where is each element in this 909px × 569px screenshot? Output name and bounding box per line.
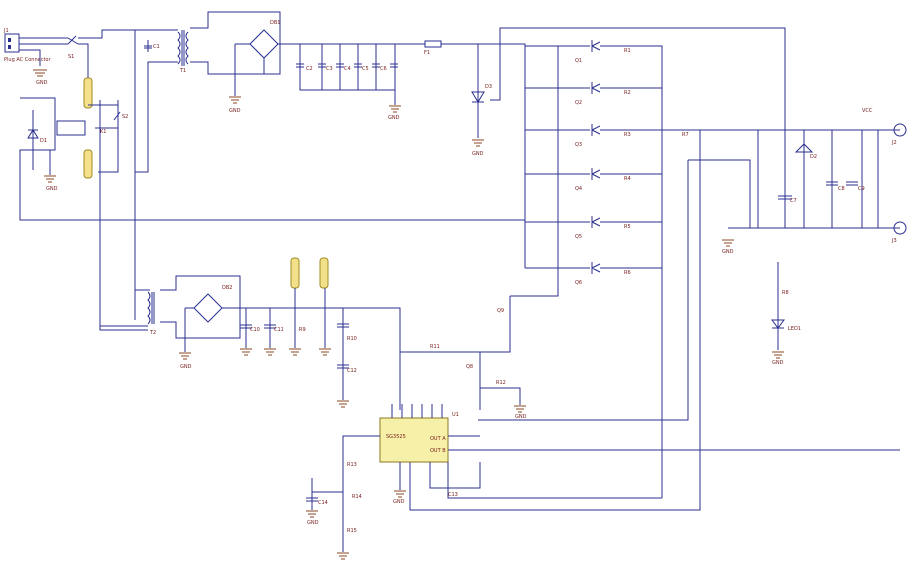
svg-text:R14: R14 bbox=[352, 494, 362, 500]
switch-s2[interactable] bbox=[113, 111, 121, 121]
net-tag-1[interactable] bbox=[83, 77, 93, 109]
connector-label: Plug AC Connector bbox=[4, 57, 51, 63]
net-tag-3[interactable] bbox=[290, 257, 300, 289]
svg-text:R15: R15 bbox=[347, 528, 357, 534]
svg-text:T1: T1 bbox=[179, 68, 186, 74]
svg-text:OUT B: OUT B bbox=[430, 448, 446, 454]
svg-text:GND: GND bbox=[722, 249, 734, 255]
ic-part: SG3525 bbox=[386, 434, 406, 440]
svg-text:R11: R11 bbox=[430, 344, 440, 350]
svg-text:R2: R2 bbox=[624, 90, 631, 96]
svg-text:Q3: Q3 bbox=[575, 142, 582, 148]
svg-text:C12: C12 bbox=[347, 368, 357, 374]
diode-d3 bbox=[471, 91, 485, 103]
transistor-symbols bbox=[591, 40, 601, 274]
bridge-db1[interactable] bbox=[249, 29, 279, 59]
svg-text:R8: R8 bbox=[782, 290, 789, 296]
svg-text:GND: GND bbox=[307, 520, 319, 526]
svg-text:R10: R10 bbox=[347, 336, 357, 342]
svg-text:LED1: LED1 bbox=[788, 326, 801, 332]
svg-text:VCC: VCC bbox=[862, 108, 873, 114]
svg-text:GND: GND bbox=[772, 360, 784, 366]
svg-text:GND: GND bbox=[180, 364, 192, 370]
output-caps bbox=[778, 181, 858, 200]
transformer-t1-secondary bbox=[185, 31, 189, 65]
net-tag-2[interactable] bbox=[83, 149, 93, 179]
svg-text:J2: J2 bbox=[891, 140, 897, 146]
svg-text:GND: GND bbox=[515, 414, 527, 420]
svg-text:F1: F1 bbox=[424, 50, 430, 56]
switch-s1[interactable] bbox=[67, 35, 79, 45]
svg-text:R7: R7 bbox=[682, 132, 689, 138]
svg-text:GND: GND bbox=[46, 186, 58, 192]
svg-text:R13: R13 bbox=[347, 462, 357, 468]
gnd-label: GND bbox=[36, 80, 48, 86]
ac-connector[interactable]: Plug AC Connector J1 bbox=[3, 28, 51, 63]
svg-text:Q9: Q9 bbox=[497, 308, 504, 314]
ic-top-pins bbox=[391, 404, 443, 418]
net-tag-4[interactable] bbox=[319, 257, 329, 289]
led-indicator bbox=[771, 319, 785, 329]
svg-text:C5: C5 bbox=[362, 66, 369, 72]
svg-text:T2: T2 bbox=[149, 330, 156, 336]
svg-text:R9: R9 bbox=[299, 327, 306, 333]
svg-text:Q8: Q8 bbox=[466, 364, 473, 370]
svg-text:C3: C3 bbox=[326, 66, 333, 72]
svg-text:R4: R4 bbox=[624, 176, 631, 182]
svg-text:Q6: Q6 bbox=[575, 280, 582, 286]
switch-s1-label: S1 bbox=[68, 54, 74, 60]
low-caps bbox=[240, 323, 349, 369]
svg-text:GND: GND bbox=[388, 115, 400, 121]
svg-text:C9: C9 bbox=[858, 186, 865, 192]
transformer-t1-primary bbox=[177, 31, 181, 65]
svg-text:GND: GND bbox=[393, 499, 405, 505]
svg-text:C7: C7 bbox=[790, 198, 797, 204]
svg-text:D2: D2 bbox=[810, 154, 817, 160]
output-terminal-neg[interactable] bbox=[893, 221, 907, 235]
ic-ref: U1 bbox=[452, 412, 459, 418]
svg-text:R3: R3 bbox=[624, 132, 631, 138]
transistor-bank bbox=[510, 45, 663, 498]
connector-ref: J1 bbox=[3, 28, 9, 34]
svg-text:GND: GND bbox=[229, 108, 241, 114]
svg-text:Q2: Q2 bbox=[575, 100, 582, 106]
bridge-db2[interactable] bbox=[193, 293, 223, 323]
svg-text:C10: C10 bbox=[250, 327, 260, 333]
svg-text:R12: R12 bbox=[496, 380, 506, 386]
svg-text:J3: J3 bbox=[891, 238, 897, 244]
svg-text:C14: C14 bbox=[318, 500, 328, 506]
svg-text:GND: GND bbox=[472, 151, 484, 157]
svg-text:Q5: Q5 bbox=[575, 234, 582, 240]
ic-u1[interactable]: SG3525 U1 OUT A OUT B bbox=[379, 412, 459, 463]
svg-text:S2: S2 bbox=[122, 114, 128, 120]
svg-text:C6: C6 bbox=[380, 66, 387, 72]
svg-text:R6: R6 bbox=[624, 270, 631, 276]
svg-text:Q1: Q1 bbox=[575, 58, 582, 64]
svg-text:R5: R5 bbox=[624, 224, 631, 230]
ground-symbol bbox=[33, 69, 47, 77]
cap-bank bbox=[296, 44, 398, 90]
svg-text:C1: C1 bbox=[153, 44, 160, 50]
svg-text:C4: C4 bbox=[344, 66, 351, 72]
svg-text:C2: C2 bbox=[306, 66, 313, 72]
svg-text:R1: R1 bbox=[624, 48, 631, 54]
fuse-f1[interactable] bbox=[424, 40, 442, 48]
transformer-t2 bbox=[147, 291, 151, 325]
svg-text:OUT A: OUT A bbox=[430, 436, 446, 442]
diode-d2 bbox=[794, 143, 814, 153]
svg-text:DB1: DB1 bbox=[270, 20, 280, 26]
d1-label: D1 bbox=[40, 138, 47, 144]
svg-text:DB2: DB2 bbox=[222, 285, 232, 291]
svg-text:C13: C13 bbox=[448, 492, 458, 498]
relay-coil[interactable] bbox=[56, 120, 86, 136]
output-terminal-pos[interactable] bbox=[893, 123, 907, 137]
relay-label: K1 bbox=[100, 129, 106, 135]
svg-text:C11: C11 bbox=[274, 327, 284, 333]
svg-text:D3: D3 bbox=[485, 84, 492, 90]
svg-text:Q4: Q4 bbox=[575, 186, 582, 192]
svg-text:C8: C8 bbox=[838, 186, 845, 192]
